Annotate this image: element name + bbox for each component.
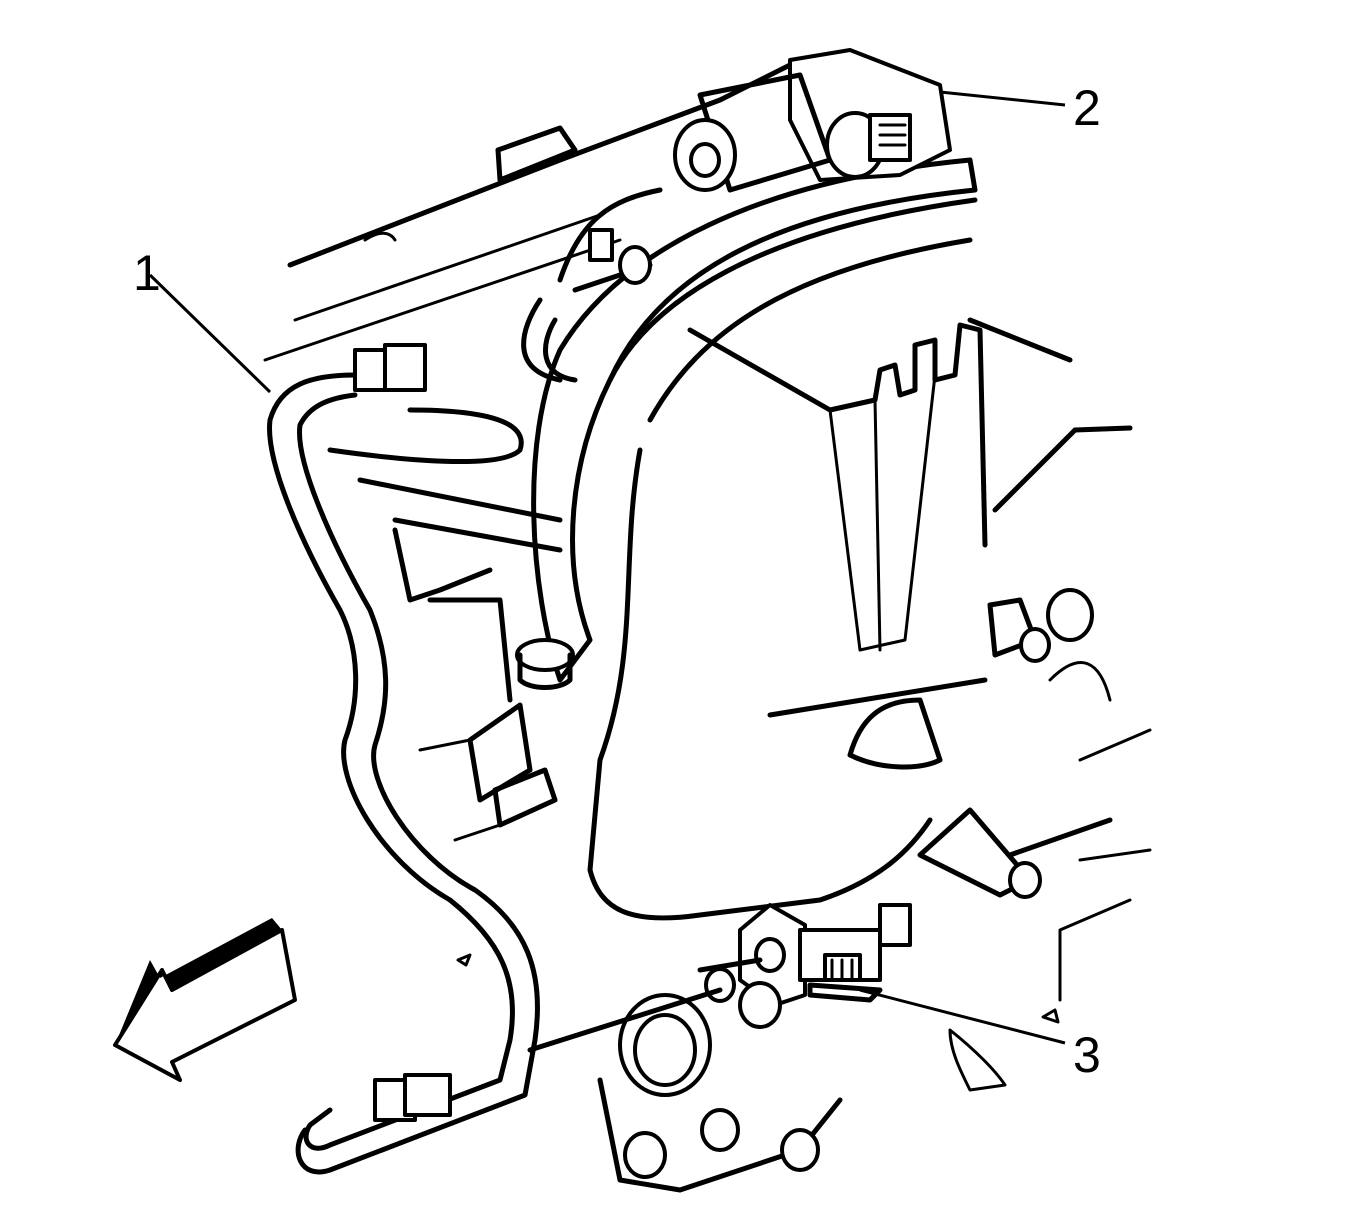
leader-3 xyxy=(859,988,1066,1045)
right-brackets xyxy=(917,588,1113,899)
callout-leaders xyxy=(148,90,1066,1045)
vacuum-hose xyxy=(267,343,540,1175)
callout-2: 2 xyxy=(1073,80,1101,136)
leader-2 xyxy=(939,90,1066,107)
air-intake-housing xyxy=(531,157,988,921)
throttle-body xyxy=(673,48,952,193)
lower-engine-details xyxy=(327,407,575,842)
upper-hose-fittings xyxy=(521,187,663,383)
engine-block-outline xyxy=(263,57,1152,1002)
leader-1 xyxy=(148,273,272,394)
sensor-assembly xyxy=(697,903,912,1029)
lower-mounting-bracket xyxy=(456,953,1060,1193)
callout-1: 1 xyxy=(133,245,161,301)
arrow-down-left-icon xyxy=(113,918,297,1082)
callout-3: 3 xyxy=(1073,1027,1101,1083)
